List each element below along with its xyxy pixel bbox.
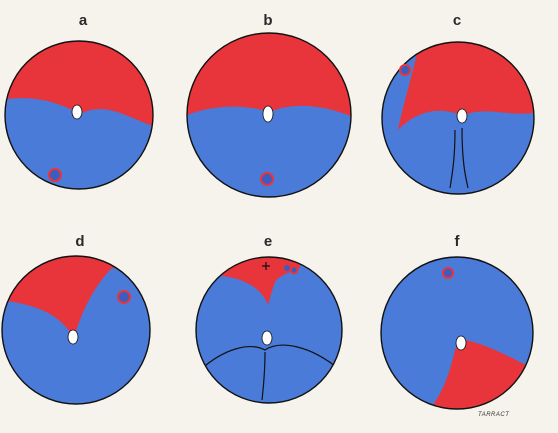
panel-label-e: e: [263, 233, 273, 250]
fundus-panel-c: [381, 41, 535, 195]
fundus-outline-a: [4, 40, 154, 190]
artist-signature: TARRACT: [478, 412, 510, 418]
fundus-panel-f: [380, 256, 534, 410]
optic-disc-c: [456, 108, 468, 124]
retinal-break-f: [442, 267, 454, 279]
optic-disc-a: [71, 104, 83, 120]
retinal-break-c: [399, 64, 411, 76]
fundus-outline-b: [186, 32, 352, 198]
detachment-region-e: [220, 257, 300, 305]
panel-label-f: f: [454, 233, 460, 250]
optic-disc-e: [261, 330, 273, 346]
panel-label-b: b: [263, 12, 273, 29]
optic-disc-b: [262, 105, 274, 123]
fundus-outline-e: [195, 256, 343, 404]
optic-disc-f: [455, 335, 467, 351]
retinal-break-a: [48, 168, 62, 182]
detachment-region-a: [5, 41, 153, 128]
detachment-region-b: [187, 33, 351, 120]
fundus-panel-b: [186, 32, 352, 198]
retinal-fold-e: [199, 344, 341, 401]
fundus-outline-c: [381, 41, 535, 195]
panel-label-d: d: [75, 233, 85, 250]
retinal-fold-c: [449, 127, 469, 189]
fundus-outline-d: [1, 255, 151, 405]
retina-field-e: [196, 257, 342, 403]
retinal-break-b: [260, 172, 274, 186]
fundus-outline-f: [380, 256, 534, 410]
retinal-break-e2: [289, 265, 299, 275]
fundus-panel-d: [1, 255, 151, 405]
marker-cross-e: [262, 262, 270, 270]
panel-label-c: c: [452, 12, 462, 29]
fundus-panel-e: [195, 256, 343, 404]
retinal-break-d: [117, 290, 131, 304]
fundus-panel-a: [4, 40, 154, 190]
panel-label-a: a: [78, 12, 88, 29]
optic-disc-d: [67, 329, 79, 345]
detachment-region-d: [2, 256, 150, 338]
